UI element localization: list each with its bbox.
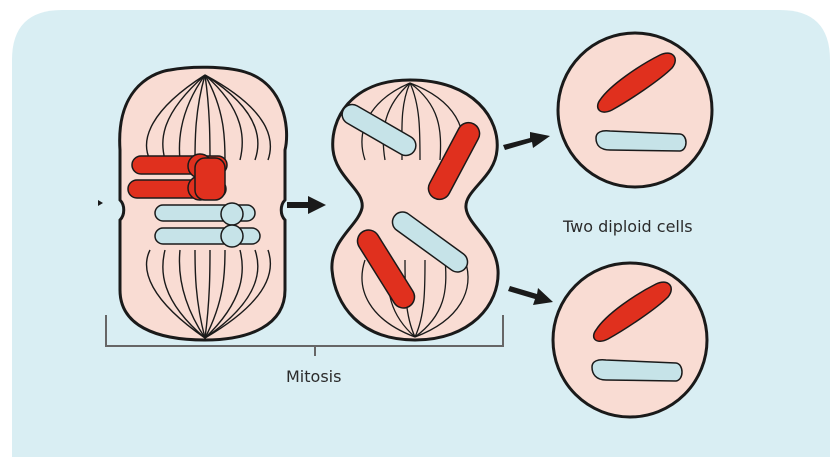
two-diploid-cells-label: Two diploid cells — [563, 217, 693, 236]
cell-metaphase — [120, 67, 287, 340]
mitosis-label: Mitosis — [286, 367, 341, 386]
daughter-cell-top — [558, 33, 712, 187]
chromosome-blue — [596, 131, 686, 151]
cell-1-membrane — [120, 67, 287, 340]
chromosome-blue — [592, 360, 682, 381]
daughter-cell-bottom — [553, 263, 707, 417]
